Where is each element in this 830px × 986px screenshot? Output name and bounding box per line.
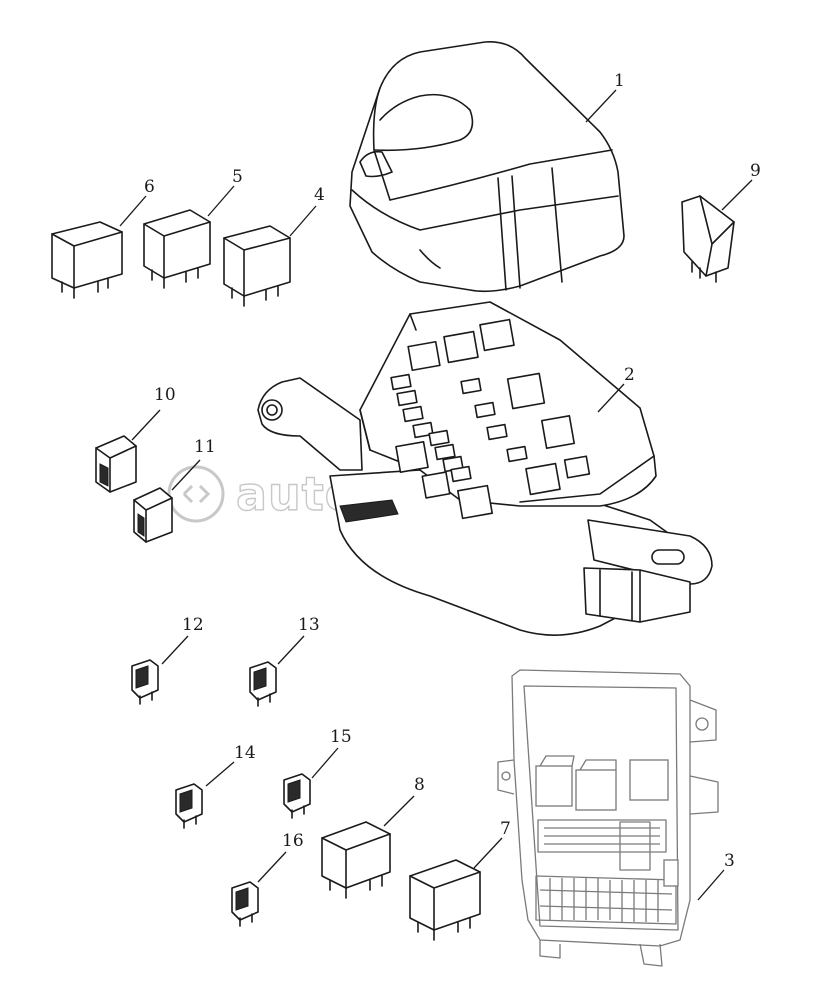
callout-10: 10 — [154, 385, 176, 405]
callout-12: 12 — [182, 615, 204, 635]
callout-14: 14 — [234, 743, 256, 763]
relay-4 — [223, 225, 291, 307]
fuse-13 — [249, 661, 277, 707]
fuse-12 — [131, 659, 159, 705]
fuse-11 — [133, 487, 173, 543]
relay-8 — [321, 821, 391, 899]
fuse-14 — [175, 783, 203, 829]
callout-9: 9 — [750, 161, 761, 181]
callout-11: 11 — [194, 437, 216, 457]
callout-8: 8 — [414, 775, 425, 795]
fuse-15 — [283, 773, 311, 819]
fuse-16 — [231, 881, 259, 927]
callout-3: 3 — [724, 851, 735, 871]
callout-labels: 1 2 3 4 5 6 7 8 9 10 11 12 13 14 15 16 — [144, 71, 761, 871]
callout-1: 1 — [614, 71, 625, 91]
callout-13: 13 — [298, 615, 320, 635]
callout-16: 16 — [282, 831, 304, 851]
callout-15: 15 — [330, 727, 352, 747]
fuse-box-part — [257, 301, 713, 636]
relay-6 — [51, 221, 123, 299]
relay-9 — [681, 195, 735, 283]
callout-4: 4 — [314, 185, 325, 205]
cover-part — [349, 41, 625, 293]
fuse-10 — [95, 435, 137, 493]
relay-7 — [409, 859, 481, 941]
callout-2: 2 — [624, 365, 635, 385]
interior-fuse-panel-part — [497, 669, 719, 967]
callout-7: 7 — [500, 819, 511, 839]
relay-5 — [143, 209, 211, 289]
callout-6: 6 — [144, 177, 155, 197]
callout-5: 5 — [232, 167, 243, 187]
leader-lines — [119, 89, 753, 901]
